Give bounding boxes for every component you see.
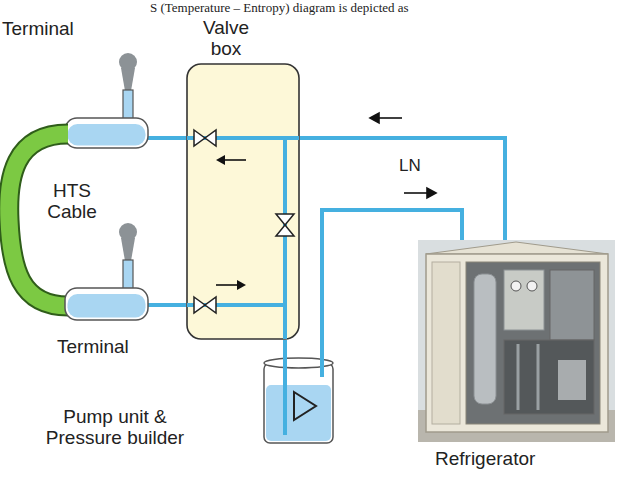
bushing-head xyxy=(119,223,137,241)
flow-arrow-head xyxy=(237,280,246,290)
terminal-riser xyxy=(123,90,133,120)
pump-shape xyxy=(262,355,335,445)
internal-pipe xyxy=(283,355,287,435)
pump-unit: Pump unit & Pressure builder xyxy=(262,355,335,445)
pipe-connector xyxy=(300,138,505,240)
cryocooler-tank xyxy=(474,274,496,404)
valve-symbol xyxy=(194,130,216,146)
cabinet-door xyxy=(432,262,460,424)
terminal: Terminal xyxy=(65,118,148,148)
flow-arrow-line xyxy=(222,159,246,161)
terminal-vessel xyxy=(65,118,148,148)
pipe-connector xyxy=(148,305,186,306)
machinery xyxy=(504,340,594,414)
pipe-connector xyxy=(148,138,186,139)
cabinet-interior xyxy=(466,262,600,424)
liquid-nitrogen xyxy=(266,385,331,441)
node-label: HTS Cable xyxy=(42,180,102,222)
valve-box: Valve box xyxy=(186,63,300,340)
terminal-riser xyxy=(123,260,133,290)
bushing xyxy=(121,238,135,261)
terminal: Terminal xyxy=(65,288,148,320)
internal-pipe xyxy=(283,138,287,339)
valve-symbol xyxy=(194,297,216,313)
box-unit xyxy=(558,360,586,400)
refrigerator-picture xyxy=(418,240,615,442)
terminal-shape xyxy=(65,118,148,148)
gauge xyxy=(511,281,521,291)
gauge xyxy=(527,281,537,291)
flow-arrow-head xyxy=(216,155,225,165)
terminal-shape xyxy=(65,288,148,320)
node-label: Terminal xyxy=(57,336,147,357)
valve-box-shape xyxy=(186,63,300,340)
node-label: Pump unit & Pressure builder xyxy=(30,406,200,448)
refrigerator: Refrigerator xyxy=(418,240,615,442)
piping xyxy=(517,344,520,410)
valve-box-outline xyxy=(187,64,299,339)
control-panel xyxy=(504,270,544,330)
internal-pipe xyxy=(320,355,324,377)
photo-ground xyxy=(418,240,615,442)
flow-arrow-head xyxy=(427,188,436,198)
node-label: Terminal xyxy=(2,18,92,39)
liquid-nitrogen xyxy=(68,294,146,318)
node-label: Refrigerator xyxy=(435,448,585,469)
pump-symbol xyxy=(294,392,316,420)
flow-arrow-line xyxy=(404,192,430,194)
flow-arrow-line xyxy=(376,117,402,119)
flow-arrow-head xyxy=(370,113,379,123)
valve-symbol xyxy=(276,214,294,236)
flow-label: LN xyxy=(399,156,421,176)
piping xyxy=(537,344,540,410)
terminal-vessel xyxy=(65,288,148,320)
pipe-line xyxy=(148,303,186,307)
node-label: Valve box xyxy=(190,17,262,59)
compressor xyxy=(550,270,594,340)
pipe-line xyxy=(148,136,186,140)
liquid-nitrogen xyxy=(68,124,146,146)
pipe-connector xyxy=(285,340,286,355)
cropped-caption: S (Temperature – Entropy) diagram is dep… xyxy=(150,0,409,15)
flow-arrow-line xyxy=(216,284,240,286)
pipe-line xyxy=(283,340,287,355)
cabinet-roof xyxy=(426,242,608,254)
pipe-line xyxy=(300,138,505,240)
bushing-head xyxy=(119,53,137,71)
bushing xyxy=(121,68,135,91)
flow-arrows xyxy=(370,113,436,198)
cabinet xyxy=(426,254,608,432)
